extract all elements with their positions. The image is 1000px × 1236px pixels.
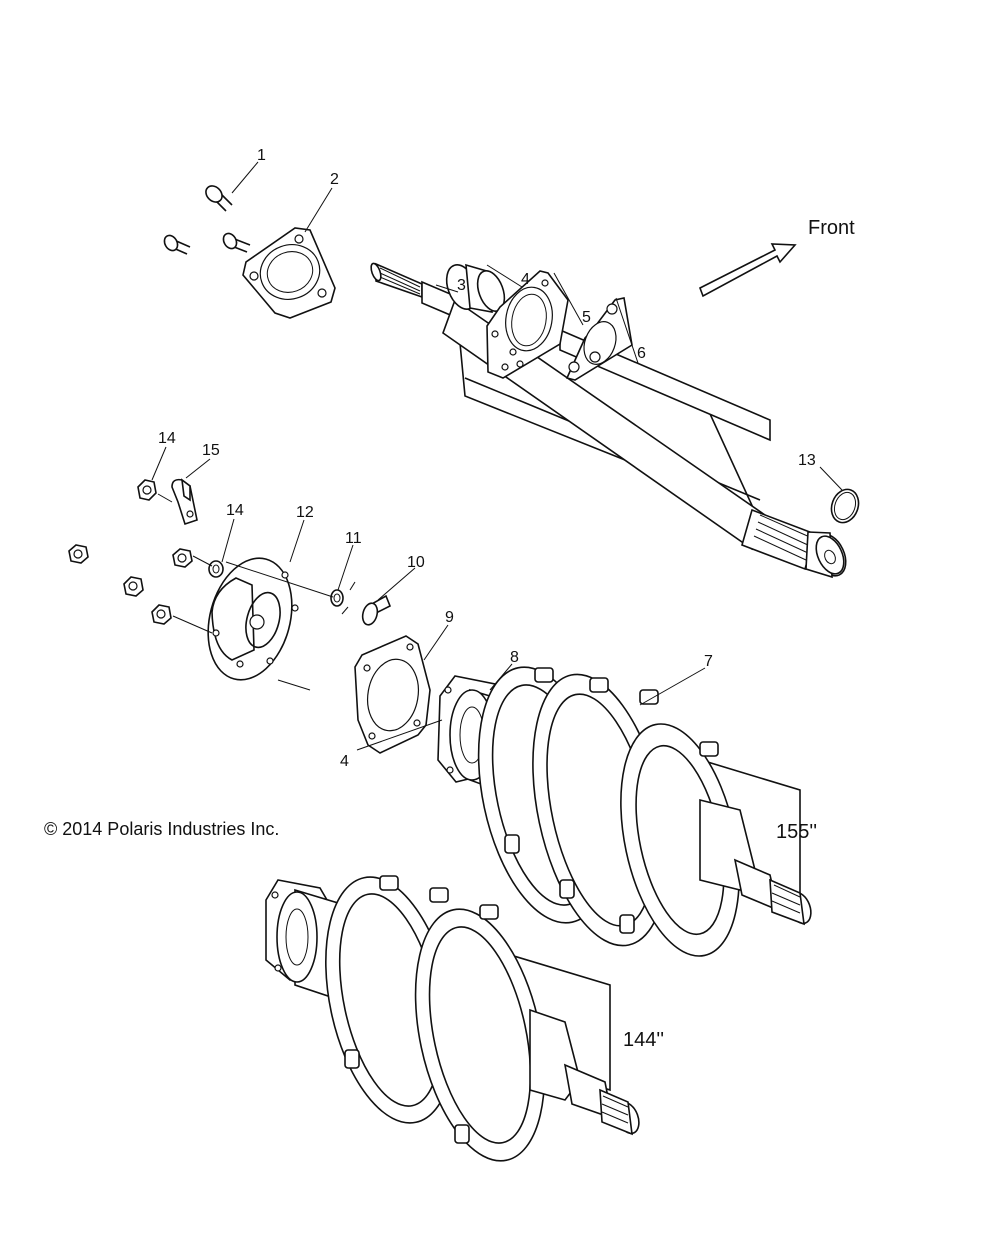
variant-label-155: 155'' — [776, 821, 817, 843]
nut-mid-b — [123, 576, 144, 597]
callout-leaders — [151, 161, 843, 751]
callout-7: 7 — [704, 653, 713, 670]
callout-13: 13 — [798, 452, 816, 469]
nut-14a — [137, 479, 157, 501]
pin-10 — [361, 594, 392, 626]
callout-10: 10 — [407, 554, 425, 571]
callout-15: 15 — [202, 442, 220, 459]
front-label: Front — [808, 217, 855, 239]
callouts: 1 2 3 4 5 6 7 8 9 10 11 12 13 14 14 15 4 — [158, 147, 816, 770]
callout-12: 12 — [296, 504, 314, 521]
callout-2: 2 — [330, 171, 339, 188]
callout-3: 3 — [457, 277, 466, 294]
callout-8: 8 — [510, 649, 519, 666]
callout-14-mid: 14 — [226, 502, 244, 519]
copyright-text: © 2014 Polaris Industries Inc. — [44, 819, 279, 839]
front-direction-arrow — [698, 243, 797, 298]
drive-sprocket-assembly-155 — [437, 666, 812, 957]
tab-clip — [171, 478, 198, 526]
flange-plate — [242, 227, 336, 319]
callout-9: 9 — [445, 609, 454, 626]
variant-label-144: 144'' — [623, 1029, 664, 1051]
hub-plate — [207, 557, 299, 681]
callout-4-top: 4 — [521, 271, 530, 288]
gasket-9 — [354, 635, 431, 754]
callout-11: 11 — [345, 530, 362, 547]
callout-4-lower: 4 — [340, 753, 349, 770]
bearing-flange-plate — [486, 270, 569, 379]
bolt-2 — [163, 234, 191, 255]
callout-5: 5 — [582, 309, 591, 326]
bolt-3 — [222, 232, 251, 253]
o-ring — [830, 488, 860, 524]
bolt-1 — [205, 185, 233, 212]
callout-14-top: 14 — [158, 430, 176, 447]
nut-mid-c — [151, 604, 172, 625]
washer-14b — [208, 560, 224, 578]
callout-6: 6 — [637, 345, 646, 362]
gasket-plate — [565, 297, 633, 381]
drive-sprocket-assembly-144 — [265, 875, 640, 1162]
callout-1: 1 — [257, 147, 266, 164]
assembly-centerlines — [157, 493, 356, 691]
nut-mid-a — [172, 548, 193, 568]
bearing-top — [445, 263, 506, 313]
nut-left — [68, 544, 89, 564]
washer-11 — [330, 589, 344, 607]
